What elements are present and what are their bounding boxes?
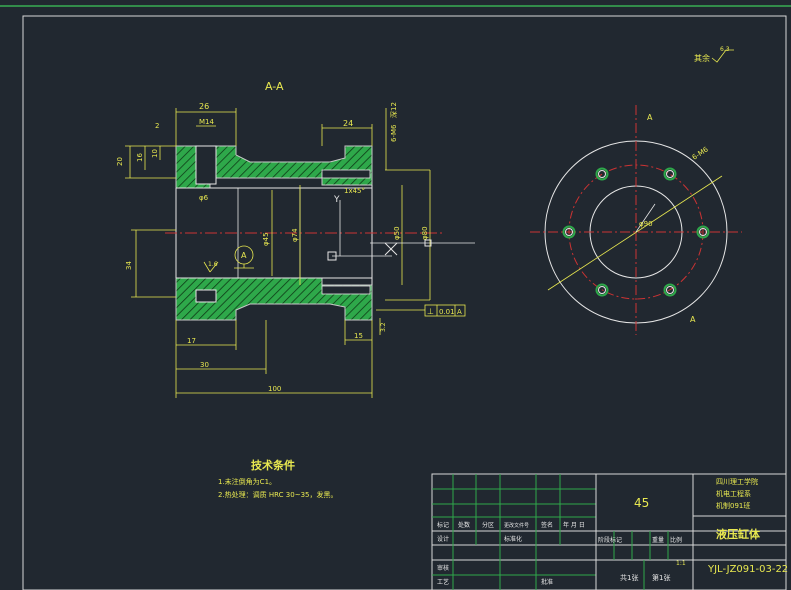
dim-depth-note: 深12 [389, 102, 398, 118]
dim-phi6: φ6 [199, 194, 209, 202]
title-block [431, 473, 787, 590]
dimension-lines [125, 108, 466, 398]
bolt-holes [562, 167, 710, 297]
tb-row-label: 标记 [437, 521, 449, 529]
dim-phi74: φ74 [291, 228, 299, 242]
tb-row-label: 签名 [541, 521, 553, 529]
bolt-hole [663, 167, 677, 181]
dim-34: 34 [125, 261, 133, 270]
roughness-note-value: 6.3 [720, 46, 730, 53]
tol-value: 0.01 [439, 308, 455, 316]
view-arrow-label: A [647, 113, 653, 122]
roughness-note: 其余 [694, 53, 710, 63]
dim-15: 15 [354, 332, 363, 340]
m6-hole-top-right [321, 169, 371, 179]
end-view [530, 105, 742, 335]
roughness-note-symbol [711, 49, 734, 63]
dim-26: 26 [199, 102, 209, 111]
notes-title: 技术条件 [251, 458, 295, 472]
tb-school-1: 四川理工学院 [716, 477, 758, 486]
tb-row-label: 年 月 日 [563, 521, 585, 529]
dim-phi80: φ80 [421, 226, 429, 240]
dim-m14: M14 [199, 118, 214, 126]
phi90-leader [635, 203, 656, 233]
tb-row-label: 分区 [482, 521, 494, 529]
tb-weight: 重量 [652, 536, 664, 544]
m6-hole-bottom-right [321, 285, 371, 295]
m6-hole-bottom [195, 289, 217, 303]
dim-20: 20 [116, 157, 124, 166]
tb-row-label: 更改文件号 [504, 522, 529, 529]
bolt-hole [696, 225, 710, 239]
roughness-1-6: 1.6 [208, 261, 218, 268]
tb-material: 45 [634, 496, 649, 510]
dim-10: 10 [151, 149, 159, 158]
section-label: A-A [265, 80, 284, 93]
dim-phi50: φ50 [393, 226, 401, 240]
tb-standard: 标准化 [504, 535, 522, 543]
tb-sheet-total: 共1张 [620, 573, 638, 582]
section-line-a [547, 175, 723, 291]
roughness-3-2: 3.2 [380, 322, 387, 332]
bolt-hole [562, 225, 576, 239]
tb-drawing-no: YJL-JZ091-03-22 [707, 564, 788, 575]
dim-17: 17 [187, 337, 196, 345]
cursor-x-2 [384, 242, 398, 256]
bolt-hole [595, 167, 609, 181]
tb-school-3: 机制091班 [716, 501, 750, 510]
notes-line-1: 1.未注倒角为C1。 [218, 477, 276, 486]
dim-100: 100 [268, 385, 281, 393]
bolt-hole [595, 283, 609, 297]
tol-datum: A [457, 308, 462, 316]
datum-symbol: A [241, 251, 247, 260]
dim-24: 24 [343, 119, 353, 128]
phi90-label: φ90 [639, 220, 653, 228]
tb-school-2: 机电工程系 [716, 489, 751, 498]
bolt-hole [663, 283, 677, 297]
tb-row-label: 处数 [458, 521, 470, 529]
tb-review: 审核 [437, 564, 449, 572]
tb-sheet-no: 第1张 [652, 573, 670, 582]
m6-label: 6-M6 [691, 145, 710, 162]
m14-hole-top [195, 145, 217, 185]
dim-chamfer: 1x45° [344, 187, 365, 195]
dim-phi45: φ45 [262, 232, 270, 246]
dim-2: 2 [155, 122, 159, 130]
tb-part-name: 液压缸体 [716, 527, 761, 541]
tb-design: 设计 [437, 535, 449, 543]
ucs-y-label: Y [333, 195, 340, 205]
tb-approve: 批准 [541, 578, 553, 586]
tb-process: 工艺 [437, 578, 449, 586]
notes-line-2: 2.热处理：调质 HRC 30~35，发黑。 [218, 490, 337, 499]
dim-16: 16 [136, 153, 144, 162]
tol-symbol: ⊥ [427, 307, 434, 316]
dim-m6-depth: 6-M6 [390, 124, 398, 142]
view-arrow-label-2: A [690, 315, 696, 324]
tb-ratio: 比例 [670, 536, 682, 544]
tb-scale: 1:1 [676, 560, 686, 567]
tb-stage-mark: 阶段标记 [598, 536, 622, 544]
drawing-border [22, 15, 787, 590]
dim-30: 30 [200, 361, 209, 369]
